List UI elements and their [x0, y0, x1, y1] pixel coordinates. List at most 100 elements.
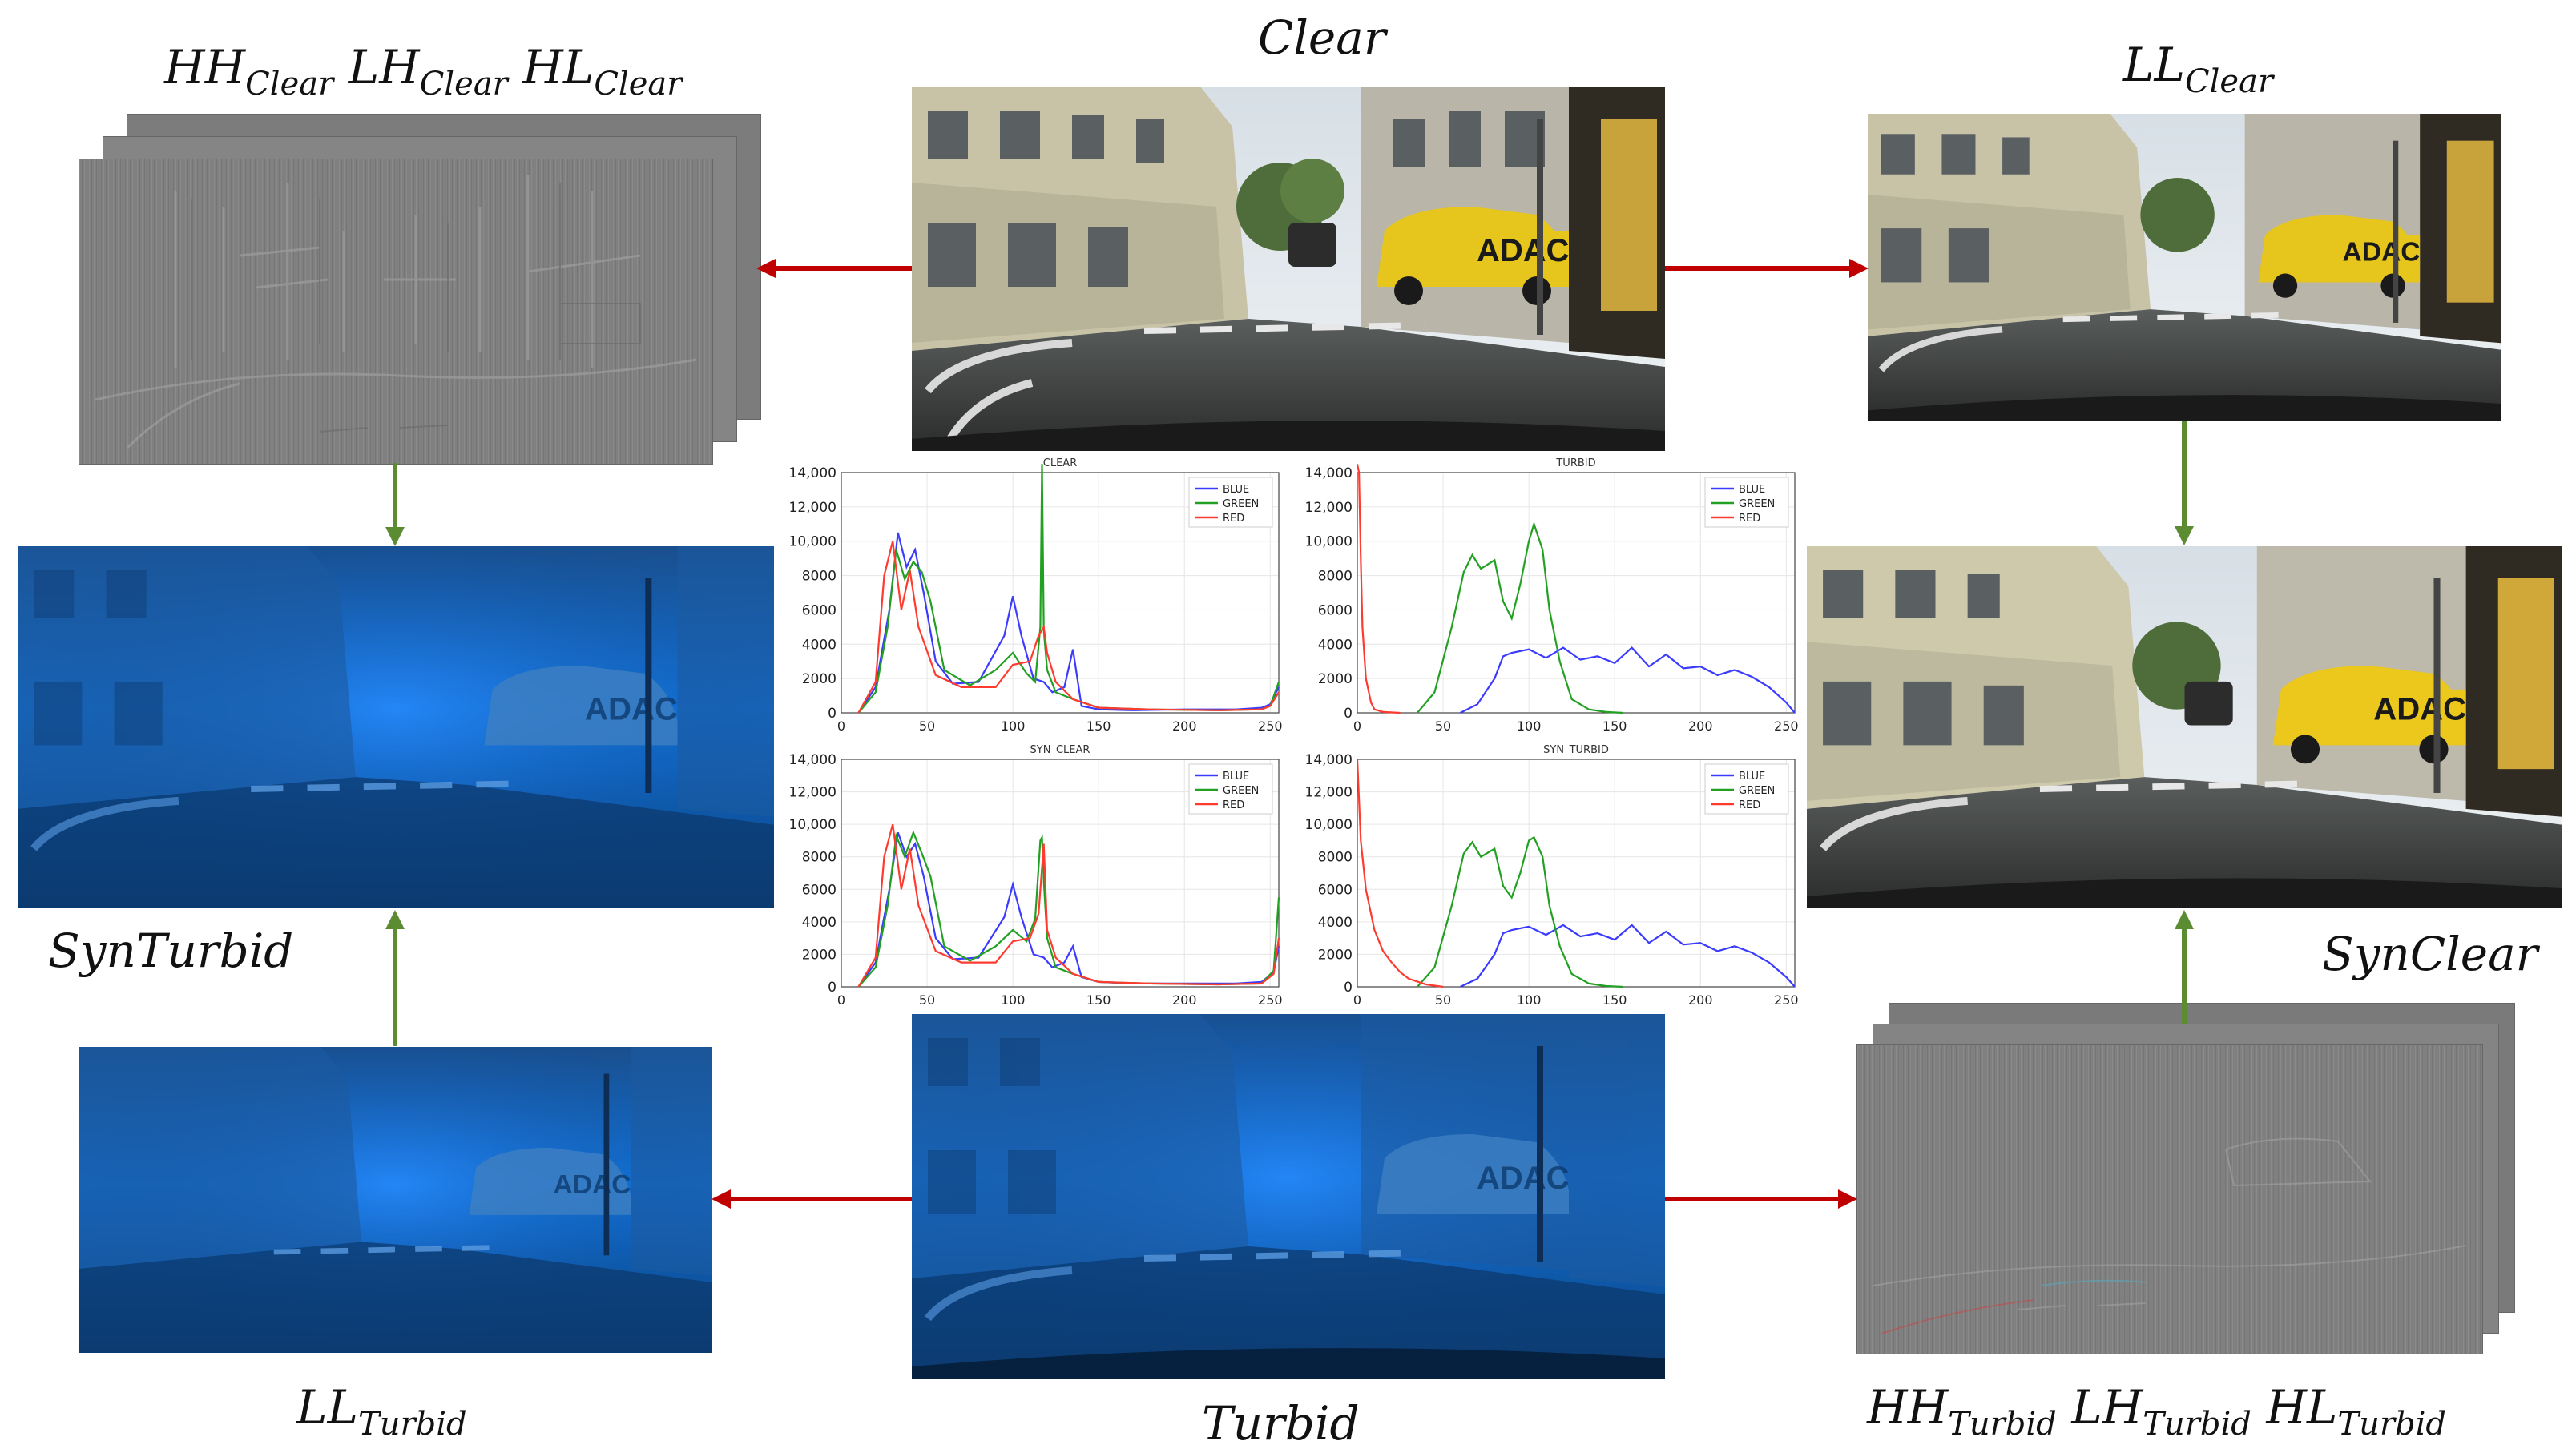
syn-clear-image: ADAC — [1807, 546, 2562, 908]
chart-title: SYN_CLEAR — [1030, 744, 1090, 756]
series-red — [857, 541, 1280, 714]
y-tick-label: 4000 — [802, 637, 836, 653]
legend-label: RED — [1223, 799, 1244, 811]
x-tick-label: 150 — [1602, 992, 1627, 1008]
y-tick-label: 8000 — [1318, 569, 1353, 585]
x-tick-label: 100 — [1001, 992, 1026, 1008]
x-tick-label: 50 — [919, 718, 935, 734]
arrow-ll-clear-to-synclear — [2175, 421, 2194, 545]
y-tick-label: 2000 — [802, 947, 836, 963]
legend-label: BLUE — [1739, 484, 1765, 496]
series-blue — [1460, 924, 1796, 988]
y-tick-label: 12,000 — [1305, 785, 1353, 801]
y-tick-label: 10,000 — [1305, 817, 1353, 833]
y-tick-label: 8000 — [1318, 850, 1353, 866]
chart-title: TURBID — [1555, 457, 1595, 469]
plot-frame — [1357, 472, 1796, 714]
hf-clear-label: HHClear LHClear HLClear — [164, 40, 683, 103]
y-tick-label: 14,000 — [789, 465, 836, 481]
y-tick-label: 12,000 — [789, 500, 836, 516]
turbid-image: ADAC — [912, 1014, 1665, 1379]
legend-label: BLUE — [1223, 771, 1249, 783]
x-tick-label: 250 — [1774, 992, 1799, 1008]
arrow-clear-to-ll — [1665, 259, 1869, 278]
hf-clear-stack — [79, 114, 761, 465]
y-tick-label: 4000 — [1318, 915, 1353, 931]
svg-text:ADAC: ADAC — [585, 692, 678, 727]
x-tick-label: 150 — [1086, 992, 1111, 1008]
chart-title: SYN_TURBID — [1543, 744, 1609, 756]
x-tick-label: 0 — [837, 718, 845, 734]
y-tick-label: 2000 — [1318, 671, 1353, 687]
syn-turbid-label: SynTurbid — [48, 924, 294, 978]
series-red — [1356, 464, 1401, 714]
plot-frame — [1357, 759, 1796, 988]
series-green — [857, 830, 1280, 988]
y-tick-label: 2000 — [1318, 947, 1353, 963]
series-green — [1417, 521, 1623, 714]
y-tick-label: 6000 — [802, 602, 836, 618]
y-tick-label: 0 — [1344, 706, 1353, 722]
x-tick-label: 200 — [1688, 992, 1713, 1008]
wavelet-layer-front — [1856, 1044, 2483, 1354]
x-tick-label: 0 — [837, 992, 845, 1008]
y-tick-label: 14,000 — [1305, 752, 1353, 768]
svg-text:ADAC: ADAC — [1477, 1161, 1570, 1196]
y-tick-label: 12,000 — [789, 785, 836, 801]
y-tick-label: 8000 — [802, 850, 836, 866]
arrow-turbid-to-hf — [1665, 1189, 1857, 1209]
x-tick-label: 100 — [1001, 718, 1026, 734]
chart-title: CLEAR — [1043, 457, 1077, 469]
legend-label: RED — [1739, 799, 1760, 811]
x-tick-label: 50 — [1435, 992, 1451, 1008]
y-tick-label: 6000 — [1318, 882, 1353, 898]
y-tick-label: 10,000 — [789, 817, 836, 833]
y-tick-label: 8000 — [802, 569, 836, 585]
x-tick-label: 50 — [1435, 718, 1451, 734]
plot-frame — [841, 472, 1280, 714]
x-tick-label: 150 — [1602, 718, 1627, 734]
ll-turbid-label: LLTurbid — [296, 1380, 467, 1443]
y-tick-label: 0 — [828, 980, 836, 996]
x-tick-label: 0 — [1353, 992, 1361, 1008]
series-red — [1356, 759, 1444, 988]
y-tick-label: 0 — [828, 706, 836, 722]
clear-label: Clear — [1258, 10, 1386, 65]
x-tick-label: 100 — [1517, 992, 1542, 1008]
y-tick-label: 10,000 — [789, 534, 836, 550]
svg-text:ADAC: ADAC — [1477, 233, 1570, 268]
y-tick-label: 2000 — [802, 671, 836, 687]
series-green — [1417, 835, 1623, 988]
arrow-hf-clear-to-synturbid — [385, 463, 405, 546]
x-tick-label: 250 — [1774, 718, 1799, 734]
x-tick-label: 150 — [1086, 718, 1111, 734]
svg-text:ADAC: ADAC — [2343, 237, 2421, 267]
svg-text:ADAC: ADAC — [2373, 692, 2466, 727]
x-tick-label: 250 — [1258, 718, 1283, 734]
series-blue — [857, 532, 1280, 714]
legend-label: GREEN — [1739, 498, 1775, 510]
legend-label: BLUE — [1223, 484, 1249, 496]
ll-clear-image: ADAC — [1868, 114, 2501, 421]
syn-clear-label: SynClear — [2322, 927, 2538, 981]
series-red — [857, 823, 1280, 988]
legend-label: GREEN — [1223, 785, 1259, 797]
x-tick-label: 100 — [1517, 718, 1542, 734]
x-tick-label: 200 — [1688, 718, 1713, 734]
plot-frame — [841, 759, 1280, 988]
x-tick-label: 200 — [1172, 718, 1197, 734]
arrow-clear-to-hf — [756, 259, 912, 278]
arrow-turbid-to-ll — [712, 1189, 912, 1209]
y-tick-label: 12,000 — [1305, 500, 1353, 516]
y-tick-label: 14,000 — [789, 752, 836, 768]
legend-label: GREEN — [1739, 785, 1775, 797]
y-tick-label: 4000 — [802, 915, 836, 931]
x-tick-label: 200 — [1172, 992, 1197, 1008]
y-tick-label: 0 — [1344, 980, 1353, 996]
wavelet-layer-front — [79, 159, 713, 465]
legend-label: BLUE — [1739, 771, 1765, 783]
